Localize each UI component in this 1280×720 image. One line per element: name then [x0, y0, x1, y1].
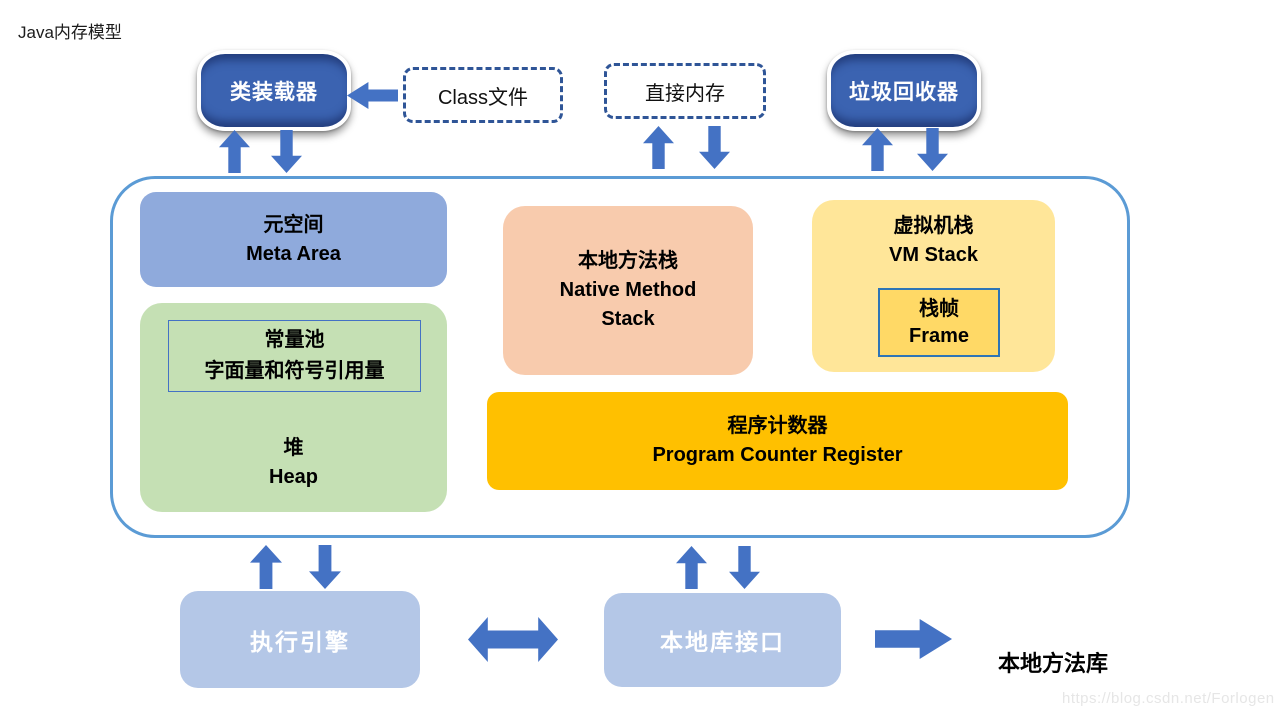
native-method-stack-label-en1: Native Method	[559, 279, 697, 301]
arrow-down-icon	[729, 546, 760, 589]
vm-stack-label-en: VM Stack	[889, 244, 978, 266]
arrow-left-icon	[347, 82, 398, 109]
garbage-collector-label: 垃圾回收器	[849, 80, 959, 104]
meta-area-label-zh: 元空间	[263, 213, 324, 236]
class-loader-cylinder: 类装载器	[197, 50, 351, 131]
arrow-up-icon	[219, 130, 250, 173]
native-method-stack-box: 本地方法栈 Native Method Stack	[503, 206, 753, 375]
native-method-stack-label-zh: 本地方法栈	[578, 250, 678, 272]
constant-pool-sublabel: 字面量和符号引用量	[204, 360, 385, 382]
class-file-box: Class文件	[403, 67, 563, 123]
arrow-down-icon	[271, 130, 302, 173]
arrow-up-icon	[643, 126, 674, 169]
page-title: Java内存模型	[18, 23, 122, 42]
arrow-right-icon	[875, 619, 952, 659]
program-counter-register-box: 程序计数器 Program Counter Register	[487, 392, 1068, 490]
native-interface-box: 本地库接口	[604, 593, 841, 687]
arrow-up-icon	[676, 546, 707, 589]
stack-frame-label-zh: 栈帧	[919, 297, 959, 320]
pcr-label-en: Program Counter Register	[652, 444, 903, 466]
heap-label: 堆 Heap	[140, 434, 447, 492]
stack-frame-label-en: Frame	[908, 324, 970, 347]
constant-pool-label: 常量池	[264, 329, 325, 351]
vm-stack-label-zh: 虚拟机栈	[893, 215, 974, 237]
arrow-down-icon	[917, 128, 948, 171]
execution-engine-label: 执行引擎	[250, 628, 350, 655]
native-interface-label: 本地库接口	[660, 629, 785, 655]
arrow-down-icon	[309, 545, 341, 589]
native-library-label: 本地方法库	[998, 651, 1109, 676]
meta-area-box: 元空间 Meta Area	[140, 192, 447, 287]
class-file-label: Class文件	[437, 86, 528, 109]
heap-label-en: Heap	[269, 466, 318, 488]
direct-memory-label: 直接内存	[645, 82, 725, 105]
heap-box	[140, 303, 447, 512]
meta-area-label-en: Meta Area	[246, 242, 341, 265]
direct-memory-box: 直接内存	[604, 63, 766, 119]
stack-frame-box: 栈帧 Frame	[878, 288, 1000, 357]
heap-label-zh: 堆	[283, 437, 304, 459]
watermark: https://blog.csdn.net/Forlogen	[1062, 690, 1275, 707]
arrow-left-right-icon	[468, 617, 558, 662]
native-method-stack-label-en2: Stack	[601, 308, 655, 330]
class-loader-label: 类装载器	[230, 80, 318, 104]
garbage-collector-cylinder: 垃圾回收器	[827, 50, 981, 131]
constant-pool-box: 常量池 字面量和符号引用量	[168, 320, 421, 392]
arrow-up-icon	[250, 545, 282, 589]
pcr-label-zh: 程序计数器	[727, 415, 828, 437]
arrow-up-icon	[862, 128, 893, 171]
execution-engine-box: 执行引擎	[180, 591, 420, 688]
arrow-down-icon	[699, 126, 730, 169]
